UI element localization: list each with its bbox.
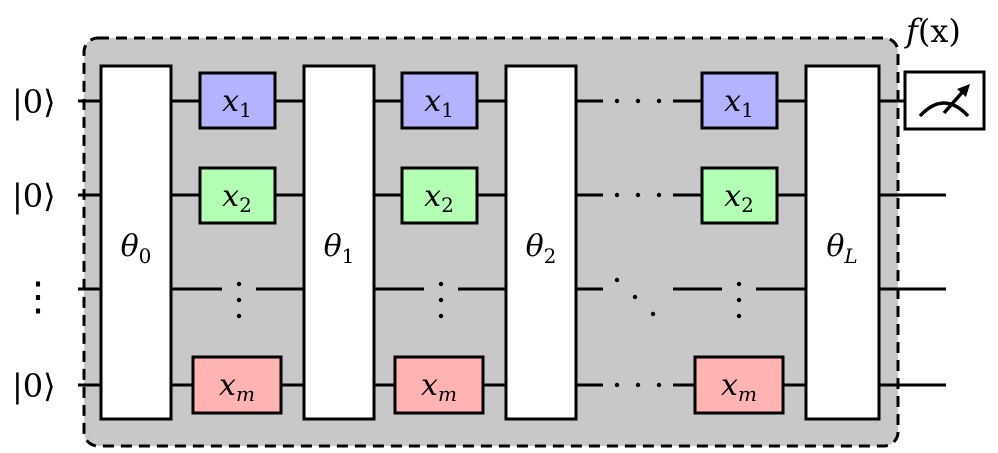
theta-gate-0: θ0 xyxy=(99,64,173,421)
encoding-gate-box xyxy=(393,355,485,415)
encoding-gate-label: x1 xyxy=(222,84,252,122)
encoding-gate-x1: x1 xyxy=(400,71,479,130)
meter-dial xyxy=(918,101,970,118)
encoding-gate-box xyxy=(191,355,283,415)
horizontal-ellipsis-marks xyxy=(614,98,662,388)
hdots-wire-4 xyxy=(614,382,662,388)
measurement: f(x) xyxy=(903,12,986,131)
vertical-ellipsis-marks xyxy=(236,281,742,319)
meter-icon xyxy=(903,70,986,131)
encoding-gate-x2: x2 xyxy=(198,166,277,225)
hdots-wire-1 xyxy=(614,98,662,104)
qubit-label-2: |0⟩ xyxy=(12,177,56,215)
encoding-gate-box xyxy=(400,166,479,225)
meter-box xyxy=(903,70,986,131)
encoding-gate-label: x1 xyxy=(724,84,754,122)
encoding-gate-xm: xm xyxy=(191,355,283,415)
hdots-wire-2 xyxy=(614,192,662,198)
encoding-gate-x2: x2 xyxy=(700,166,779,225)
encoding-gate-box xyxy=(700,166,779,225)
theta-gate-label: θ1 xyxy=(324,229,355,268)
theta-gate-label: θL xyxy=(826,229,857,268)
meter-needle-head xyxy=(957,84,970,97)
encoding-gates: x1 x2 xm x1 x2 xm x1 x2 xyxy=(191,71,785,415)
vdots-col-1 xyxy=(236,281,242,319)
qubit-label-m: |0⟩ xyxy=(12,367,56,405)
encoding-gate-label: xm xyxy=(421,368,457,406)
theta-gate-L: θL xyxy=(804,64,881,421)
encoding-gate-box xyxy=(400,71,479,130)
vdots-col-2 xyxy=(438,281,444,319)
theta-gate-box xyxy=(99,64,173,421)
encoding-gate-label: xm xyxy=(721,368,757,406)
encoding-gate-label: x2 xyxy=(724,179,754,217)
theta-gate-box xyxy=(504,64,578,421)
encoding-gate-x2: x2 xyxy=(400,166,479,225)
encoding-gate-label: xm xyxy=(219,368,255,406)
theta-gate-2: θ2 xyxy=(504,64,578,421)
encoding-gate-label: x1 xyxy=(424,84,454,122)
qubit-label-vdots: ⋮ xyxy=(18,274,58,320)
encoding-gate-xm: xm xyxy=(393,355,485,415)
encoding-gate-x1: x1 xyxy=(700,71,779,130)
ddots-wire-3 xyxy=(614,277,656,317)
encoding-gate-box xyxy=(693,355,785,415)
encoding-gate-label: x2 xyxy=(424,179,454,217)
qubit-labels: |0⟩ |0⟩ ⋮ |0⟩ xyxy=(12,83,58,405)
theta-gate-label: θ2 xyxy=(526,229,557,268)
vdots-col-3 xyxy=(736,281,742,319)
encoding-gate-box xyxy=(198,166,277,225)
repeated-layer-block xyxy=(82,36,900,448)
encoding-gate-box xyxy=(700,71,779,130)
encoding-gate-xm: xm xyxy=(693,355,785,415)
theta-gate-1: θ1 xyxy=(302,64,376,421)
theta-gate-label: θ0 xyxy=(121,229,152,268)
qubit-label-1: |0⟩ xyxy=(12,83,56,121)
parameter-gates: θ0 θ1 θ2 θL xyxy=(99,64,881,421)
output-label: f(x) xyxy=(904,12,961,50)
encoding-gate-label: x2 xyxy=(222,179,252,217)
encoding-gate-x1: x1 xyxy=(198,71,277,130)
theta-gate-box xyxy=(302,64,376,421)
theta-gate-box xyxy=(804,64,881,421)
encoding-gate-box xyxy=(198,71,277,130)
